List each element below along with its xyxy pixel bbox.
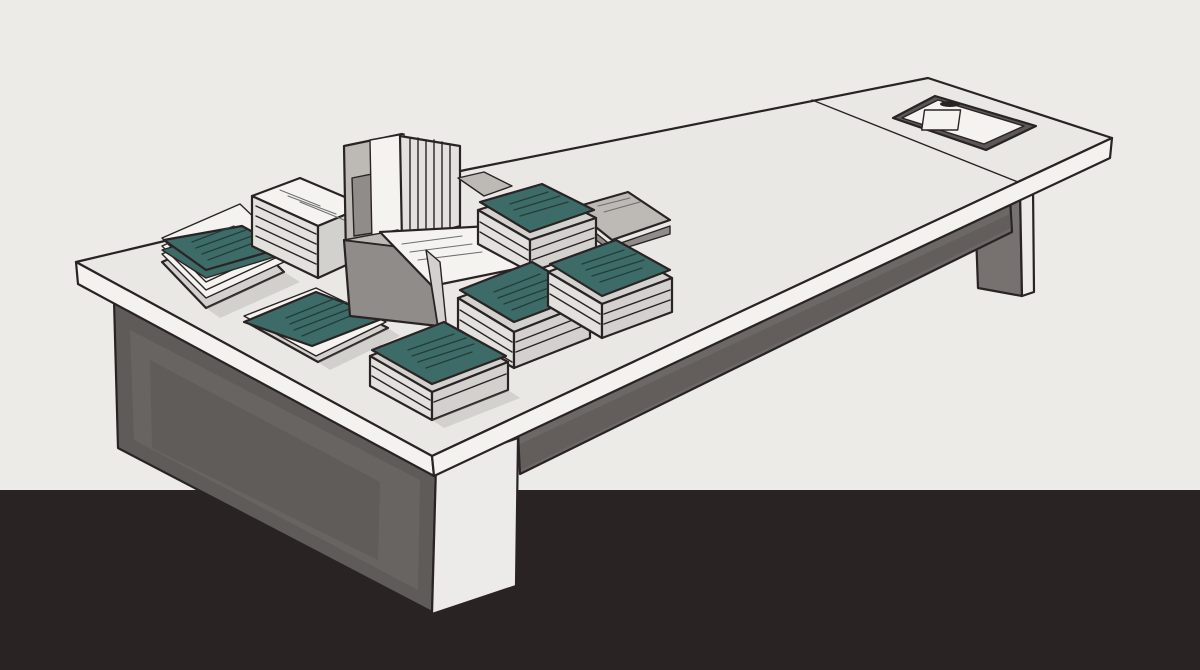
table-leg-front-left — [112, 298, 520, 616]
tabletop-shadows — [206, 272, 520, 428]
teal-folder-stack-center-back — [476, 182, 598, 274]
teal-folder-stack-front — [368, 320, 510, 422]
tabletop-edge-long — [430, 136, 1114, 478]
clipboard — [891, 94, 1038, 152]
teal-folder-stack-right — [546, 238, 674, 340]
file-organizer — [342, 132, 462, 258]
floor — [0, 490, 1200, 670]
tabletop-seam — [811, 99, 1019, 183]
vertical-files — [369, 133, 462, 245]
